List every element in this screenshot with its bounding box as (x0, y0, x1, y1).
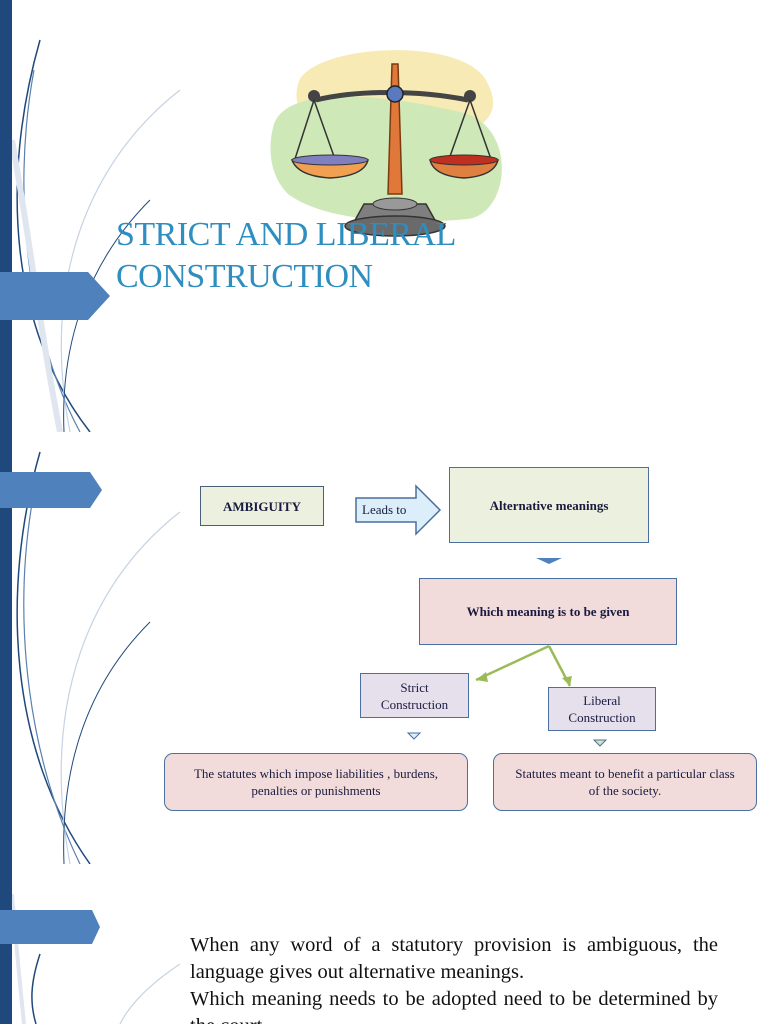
left-accent-bar (0, 864, 12, 1024)
title-line-1: STRICT AND LIBERAL (116, 214, 536, 256)
statutes2-line-1: Statutes meant to benefit a particular c… (515, 765, 734, 782)
branch-line-left (476, 646, 549, 680)
bullet-item: Which meaning needs to be adopted need t… (166, 986, 718, 1024)
bullet-text: Which meaning needs to be adopted need t… (190, 988, 718, 1024)
left-accent-bar (0, 0, 12, 432)
slide-tab-arrow (0, 910, 110, 944)
strict-line-2: Construction (381, 696, 448, 713)
statutes2-line-2: of the society. (515, 782, 734, 799)
statutes1-line-1: The statutes which impose liabilities , … (194, 765, 438, 782)
strict-construction-box: Strict Construction (360, 673, 469, 718)
down-arrow-1 (536, 558, 562, 564)
slide-1: STRICT AND LIBERAL CONSTRUCTION (0, 0, 768, 432)
slide-title: STRICT AND LIBERAL CONSTRUCTION (116, 214, 536, 298)
bullet-text: When any word of a statutory provision i… (190, 934, 718, 983)
slide-3: When any word of a statutory provision i… (0, 864, 768, 1024)
statutes1-line-2: penalties or punishments (194, 782, 438, 799)
title-line-2: CONSTRUCTION (116, 256, 536, 298)
which-meaning-box: Which meaning is to be given (419, 578, 677, 645)
strict-statutes-box: The statutes which impose liabilities , … (164, 753, 468, 811)
bullet-list: When any word of a statutory provision i… (166, 932, 718, 1024)
liberal-statutes-box: Statutes meant to benefit a particular c… (493, 753, 757, 811)
bullet-item: When any word of a statutory provision i… (166, 932, 718, 986)
leads-to-label: Leads to (362, 502, 406, 518)
down-arrow-2 (408, 733, 420, 739)
liberal-construction-box: Liberal Construction (548, 687, 656, 731)
strict-line-1: Strict (381, 679, 448, 696)
slide-tab-arrow (0, 272, 110, 320)
liberal-line-2: Construction (568, 709, 635, 726)
alternative-meanings-box: Alternative meanings (449, 467, 649, 543)
down-arrow-3 (594, 740, 606, 746)
ambiguity-box: AMBIGUITY (200, 486, 324, 526)
slide-2: AMBIGUITY Leads to Alternative meanings … (0, 432, 768, 864)
liberal-line-1: Liberal (568, 692, 635, 709)
